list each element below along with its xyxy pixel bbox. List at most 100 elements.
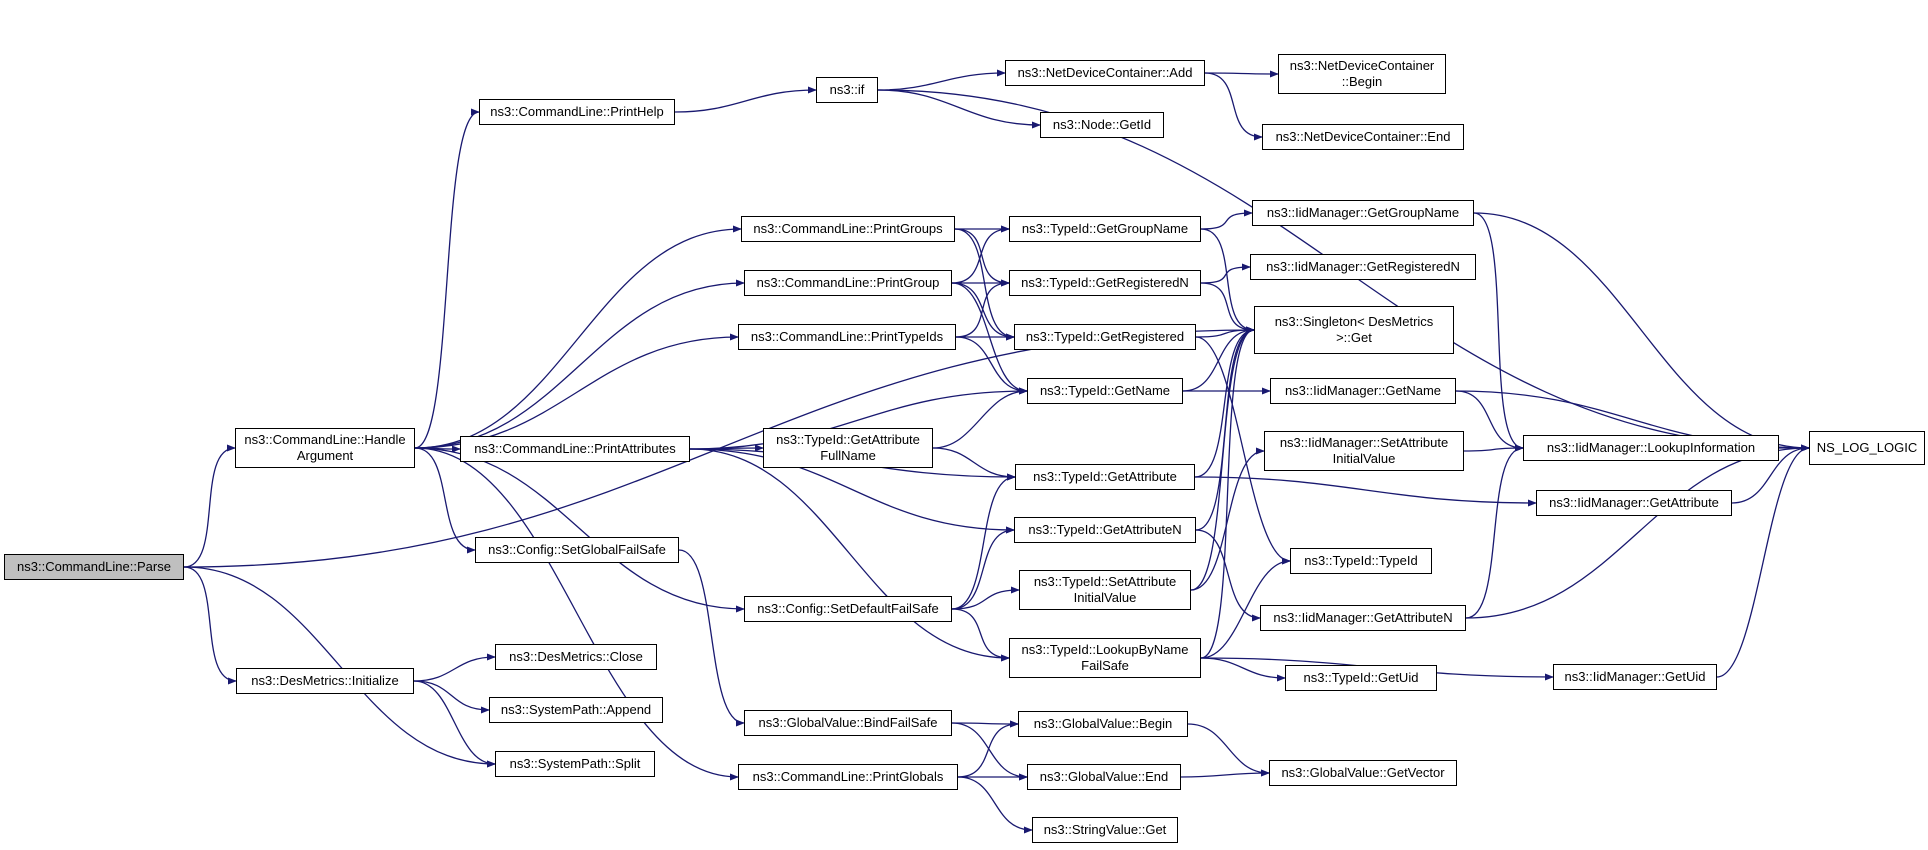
node-label-line: ns3::GlobalValue::Begin [1033, 716, 1173, 731]
edge-gvend-to-gvgetvector [1180, 769, 1270, 778]
node-label-line: ns3::IidManager::GetAttribute [1549, 495, 1719, 510]
node-printhelp[interactable]: ns3::CommandLine::PrintHelp [479, 99, 675, 125]
node-label-line: ns3::GlobalValue::BindFailSafe [758, 715, 938, 730]
node-label-line: ns3::NetDeviceContainer [1289, 58, 1435, 73]
node-parse[interactable]: ns3::CommandLine::Parse [4, 554, 184, 580]
node-label: ns3::CommandLine::PrintAttributes [474, 441, 676, 457]
edge-tgetattr-to-singleton [1194, 326, 1255, 478]
edge-iidgetgroupname-to-nslog [1473, 212, 1810, 452]
node-label: ns3::NetDeviceContainer::End [1276, 129, 1451, 145]
node-printattrs[interactable]: ns3::CommandLine::PrintAttributes [460, 436, 690, 462]
edge-tlookupfs-to-tgetuid [1200, 657, 1286, 682]
edge-iidgetattrn-to-nslog [1465, 444, 1810, 619]
node-iidgetregn[interactable]: ns3::IidManager::GetRegisteredN [1250, 254, 1476, 280]
node-spsplit[interactable]: ns3::SystemPath::Split [495, 751, 655, 777]
edge-tgetregn-to-singleton [1200, 282, 1255, 334]
node-label: ns3::SystemPath::Split [510, 756, 641, 772]
node-label-line: Argument [296, 448, 354, 463]
node-label: ns3::StringValue::Get [1044, 822, 1167, 838]
node-label-line: ns3::Config::SetDefaultFailSafe [757, 601, 939, 616]
node-iidgetgroupname[interactable]: ns3::IidManager::GetGroupName [1252, 200, 1474, 226]
node-label: ns3::IidManager::GetRegisteredN [1266, 259, 1460, 275]
node-label: NS_LOG_LOGIC [1817, 440, 1917, 456]
node-label-line: ns3::CommandLine::PrintTypeIds [750, 329, 944, 344]
node-label-line: ::Begin [1341, 74, 1383, 89]
edge-tlookupfs-to-singleton [1200, 326, 1255, 659]
node-label-line: FailSafe [1081, 658, 1129, 673]
node-ndcend[interactable]: ns3::NetDeviceContainer::End [1262, 124, 1464, 150]
node-label: ns3::Node::GetId [1053, 117, 1151, 133]
node-label: ns3::Config::SetDefaultFailSafe [757, 601, 938, 617]
edge-parse-to-spsplit [183, 566, 496, 768]
node-gvend[interactable]: ns3::GlobalValue::End [1027, 764, 1181, 790]
node-ttypeid[interactable]: ns3::TypeId::TypeId [1290, 548, 1432, 574]
node-label: ns3::if [830, 82, 865, 98]
node-tgetgroupname[interactable]: ns3::TypeId::GetGroupName [1009, 216, 1201, 242]
node-label-line: ns3::TypeId::GetAttribute [1033, 469, 1177, 484]
node-label: ns3::GlobalValue::Begin [1034, 716, 1173, 732]
edge-parse-to-desinit [183, 566, 237, 685]
node-iidgetuid[interactable]: ns3::IidManager::GetUid [1553, 664, 1717, 690]
edge-tgetreg-to-ttypeid [1195, 336, 1291, 565]
node-desinit[interactable]: ns3::DesMetrics::Initialize [236, 668, 414, 694]
node-label-line: ns3::TypeId::GetAttribute [776, 432, 920, 447]
edge-setglobalfs-to-bindfs [678, 549, 745, 727]
node-svget[interactable]: ns3::StringValue::Get [1032, 817, 1178, 843]
node-ndcadd[interactable]: ns3::NetDeviceContainer::Add [1005, 60, 1205, 86]
edge-ndcadd-to-ndcend [1204, 72, 1263, 141]
node-label-line: ns3::CommandLine::Handle [244, 432, 406, 447]
node-nodegetid[interactable]: ns3::Node::GetId [1040, 112, 1164, 138]
node-singleton[interactable]: ns3::Singleton< DesMetrics>::Get [1254, 306, 1454, 354]
node-iidgetname[interactable]: ns3::IidManager::GetName [1270, 378, 1456, 404]
node-spappend[interactable]: ns3::SystemPath::Append [489, 697, 663, 723]
node-ndcbegin[interactable]: ns3::NetDeviceContainer::Begin [1278, 54, 1446, 94]
node-iidlookup[interactable]: ns3::IidManager::LookupInformation [1523, 435, 1779, 461]
node-iidgetattrn[interactable]: ns3::IidManager::GetAttributeN [1260, 605, 1466, 631]
node-label: ns3::TypeId::GetName [1040, 383, 1170, 399]
node-label: ns3::IidManager::GetName [1285, 383, 1441, 399]
node-label-line: ns3::TypeId::GetRegistered [1025, 329, 1185, 344]
node-label: ns3::GlobalValue::End [1040, 769, 1168, 785]
edge-handle-to-printglobals [414, 447, 739, 781]
node-gvbegin[interactable]: ns3::GlobalValue::Begin [1018, 711, 1188, 737]
node-setdefaultfs[interactable]: ns3::Config::SetDefaultFailSafe [744, 596, 952, 622]
node-printtypeids[interactable]: ns3::CommandLine::PrintTypeIds [738, 324, 956, 350]
node-label: ns3::TypeId::GetUid [1304, 670, 1419, 686]
node-label: ns3::IidManager::GetGroupName [1267, 205, 1459, 221]
edge-tgetreg-to-singleton [1195, 326, 1255, 338]
node-label: ns3::Singleton< DesMetrics>::Get [1275, 314, 1434, 346]
node-label-line: ns3::StringValue::Get [1043, 822, 1167, 837]
node-gvgetvector[interactable]: ns3::GlobalValue::GetVector [1269, 760, 1457, 786]
node-label: ns3::CommandLine::PrintGroup [757, 275, 940, 291]
node-if[interactable]: ns3::if [816, 77, 878, 103]
node-printglobals[interactable]: ns3::CommandLine::PrintGlobals [738, 764, 958, 790]
node-label-line: ns3::NetDeviceContainer::Add [1017, 65, 1193, 80]
node-tgetattr[interactable]: ns3::TypeId::GetAttribute [1015, 464, 1195, 490]
node-bindfs[interactable]: ns3::GlobalValue::BindFailSafe [744, 710, 952, 736]
node-label-line: ns3::Node::GetId [1052, 117, 1152, 132]
node-desclose[interactable]: ns3::DesMetrics::Close [495, 644, 657, 670]
node-label-line: InitialValue [1073, 590, 1137, 605]
node-label-line: ns3::CommandLine::Parse [17, 559, 171, 574]
node-label-line: FullName [820, 448, 876, 463]
node-label: ns3::NetDeviceContainer::Add [1018, 65, 1193, 81]
node-label: ns3::SystemPath::Append [501, 702, 651, 718]
node-iidgetattr[interactable]: ns3::IidManager::GetAttribute [1536, 490, 1732, 516]
node-tgetregn[interactable]: ns3::TypeId::GetRegisteredN [1009, 270, 1201, 296]
node-tgetreg[interactable]: ns3::TypeId::GetRegistered [1014, 324, 1196, 350]
node-printgroups[interactable]: ns3::CommandLine::PrintGroups [741, 216, 955, 242]
node-printgroup[interactable]: ns3::CommandLine::PrintGroup [744, 270, 952, 296]
node-label-line: ns3::SystemPath::Split [509, 756, 641, 771]
node-setglobalfs[interactable]: ns3::Config::SetGlobalFailSafe [475, 537, 679, 563]
node-tgetname[interactable]: ns3::TypeId::GetName [1027, 378, 1183, 404]
node-nslog[interactable]: NS_LOG_LOGIC [1809, 431, 1925, 465]
node-tgetattrn[interactable]: ns3::TypeId::GetAttributeN [1014, 517, 1196, 543]
node-tgetuid[interactable]: ns3::TypeId::GetUid [1285, 665, 1437, 691]
